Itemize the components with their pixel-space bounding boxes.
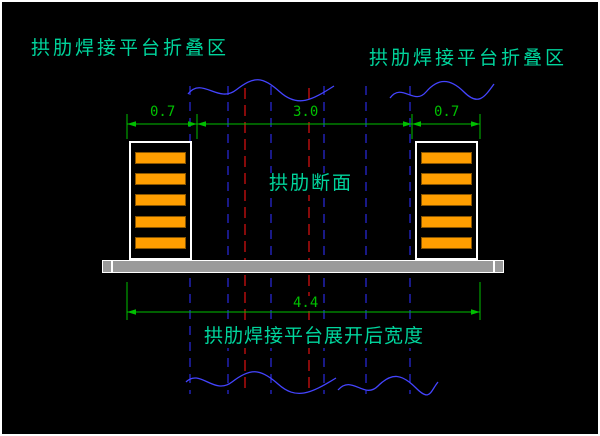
dim-arrowhead [127,121,136,127]
deck-end-tick [493,261,495,272]
label-arch-rib-section: 拱肋断面 [268,173,355,195]
platform-plank [135,236,186,249]
dim-arrowhead [471,309,480,315]
dim-value-total: 4.4 [291,295,321,312]
platform-plank [135,173,186,186]
break-line-wave [187,79,335,102]
unfolded-platform-deck [102,260,504,273]
deck-end-tick [111,261,113,272]
platform-plank [421,173,472,186]
platform-plank [421,236,472,249]
break-line-wave [389,80,495,100]
platform-plank [421,152,472,165]
dim-arrowhead [412,121,421,127]
break-line-wave [337,375,439,396]
dim-value-left: 0.7 [148,104,178,121]
label-fold-zone-left: 拱肋焊接平台折叠区 [30,38,231,60]
break-line-wave [185,371,337,394]
dim-arrowhead [403,121,412,127]
platform-plank [421,194,472,207]
platform-plank [135,194,186,207]
folded-platform-left [129,141,192,260]
dim-arrowhead [471,121,480,127]
label-unfolded-width: 拱肋焊接平台展开后宽度 [203,326,426,348]
dim-arrowhead [188,121,197,127]
platform-plank [135,152,186,165]
folded-platform-right [415,141,478,260]
dim-arrowhead [127,309,136,315]
platform-plank [421,215,472,228]
label-fold-zone-right: 拱肋焊接平台折叠区 [368,48,569,70]
dim-value-center: 3.0 [291,104,321,121]
dim-value-right: 0.7 [432,104,462,121]
dim-arrowhead [197,121,206,127]
platform-plank [135,215,186,228]
break-lines [185,79,495,396]
dimension-linework [126,114,481,320]
